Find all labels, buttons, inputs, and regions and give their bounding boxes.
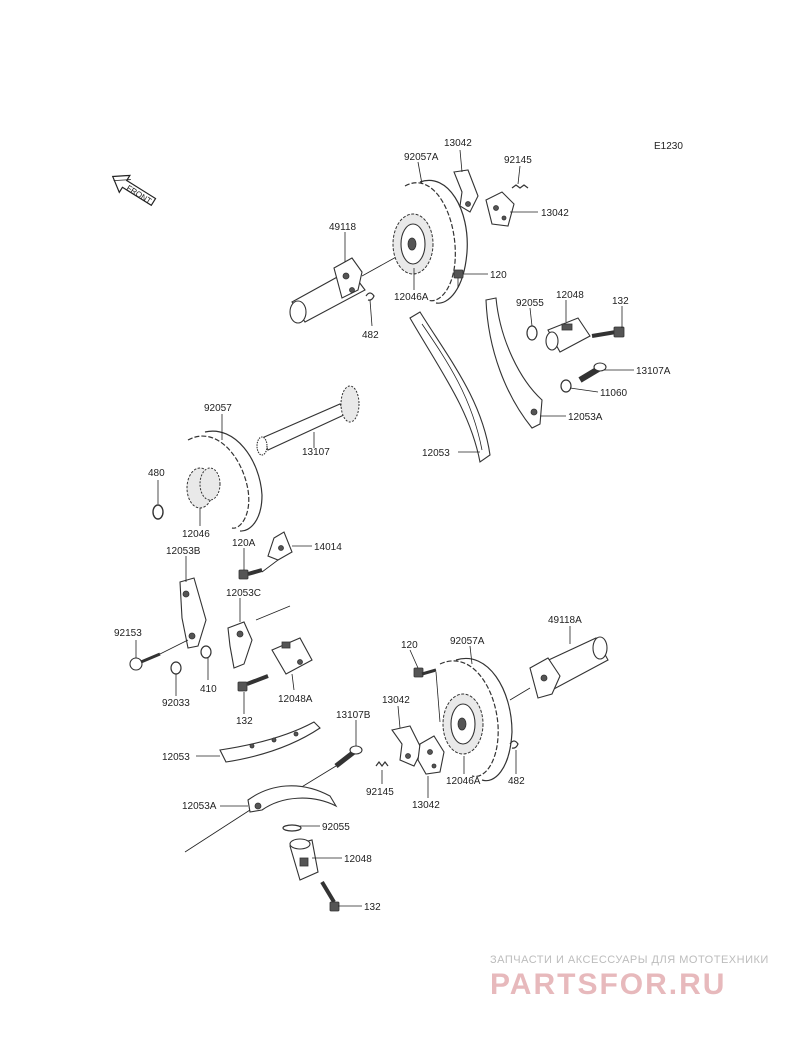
bolt-120-upper xyxy=(453,269,464,288)
label-12046a-a: 12046A xyxy=(394,292,429,303)
bolt-92153 xyxy=(129,652,161,671)
chain-guide-12053a-upper xyxy=(485,297,543,429)
label-92057a-a: 92057A xyxy=(404,152,439,163)
bolt-13107b xyxy=(334,745,363,768)
label-13107b: 13107B xyxy=(336,710,371,721)
shaft-13107 xyxy=(256,385,360,456)
label-12053b: 12053B xyxy=(166,546,201,557)
weight-13042-lower-b xyxy=(417,735,445,775)
label-92145-b: 92145 xyxy=(366,787,394,798)
watermark-logo: PARTSFOR.RU xyxy=(490,968,726,1001)
weight-13042-upper-b xyxy=(485,191,515,227)
label-14014: 14014 xyxy=(314,542,342,553)
tensioner-12048-lower xyxy=(289,838,319,881)
label-92145-a: 92145 xyxy=(504,155,532,166)
spring-92145-lower xyxy=(375,761,389,767)
bolt-120-lower xyxy=(413,667,437,678)
label-49118: 49118 xyxy=(329,222,357,233)
label-12048-b: 12048 xyxy=(344,854,372,865)
chain-92057a-upper xyxy=(404,179,468,304)
label-120a: 120A xyxy=(232,538,256,549)
bolt-132-lower xyxy=(320,880,340,912)
clip-480 xyxy=(152,504,164,520)
label-12046a-b: 12046A xyxy=(446,776,481,787)
label-92055-b: 92055 xyxy=(322,822,350,833)
label-92055-a: 92055 xyxy=(516,298,544,309)
clip-482-lower xyxy=(509,740,519,749)
bolt-132-middle xyxy=(237,674,269,692)
chain-92057 xyxy=(187,430,263,532)
label-132-c: 132 xyxy=(364,902,381,913)
weight-13042-upper-a xyxy=(453,169,479,213)
washer-11060 xyxy=(560,379,572,393)
oring-92055-lower xyxy=(282,824,302,832)
label-13042-b: 13042 xyxy=(541,208,569,219)
bolt-13107a xyxy=(578,362,607,383)
oring-92055-upper xyxy=(526,325,538,341)
washer-410 xyxy=(200,645,212,659)
diagram-code: E1230 xyxy=(654,141,683,152)
label-92153: 92153 xyxy=(114,628,142,639)
label-410: 410 xyxy=(200,684,217,695)
label-132-b: 132 xyxy=(236,716,253,727)
leader-lines xyxy=(135,149,634,907)
label-482-b: 482 xyxy=(508,776,525,787)
spring-92145-upper xyxy=(511,184,529,189)
label-12053-b: 12053 xyxy=(162,752,190,763)
label-12053a-a: 12053A xyxy=(568,412,603,423)
chain-92057a-lower xyxy=(439,657,513,782)
label-13042-a: 13042 xyxy=(444,138,472,149)
oring-92033 xyxy=(170,661,182,675)
label-12053a-b: 12053A xyxy=(182,801,217,812)
tensioner-12048a xyxy=(271,637,313,675)
camshaft-49118a xyxy=(529,636,609,699)
weight-13042-lower-a xyxy=(391,725,423,767)
label-13042-d: 13042 xyxy=(412,800,440,811)
chain-guide-12053-lower xyxy=(219,721,321,763)
chain-guide-12053a-lower xyxy=(247,785,338,813)
label-13107: 13107 xyxy=(302,447,330,458)
label-11060: 11060 xyxy=(600,388,628,399)
part-labels: 13042 92057A 92145 13042 49118 120 12046… xyxy=(114,138,671,913)
chain-guide-12053b xyxy=(179,577,207,649)
sprocket-12046 xyxy=(186,467,221,509)
clip-482-upper xyxy=(365,292,375,301)
label-12048-a: 12048 xyxy=(556,290,584,301)
label-49118a: 49118A xyxy=(548,615,582,626)
plate-14014 xyxy=(267,531,293,561)
watermark: ЗАПЧАСТИ И АКСЕССУАРЫ ДЛЯ МОТОТЕХНИКИ PA… xyxy=(490,954,769,1001)
label-12048a: 12048A xyxy=(278,694,313,705)
bolt-132-upper xyxy=(591,326,625,338)
tensioner-12048-upper xyxy=(545,317,591,353)
label-13042-c: 13042 xyxy=(382,695,410,706)
label-482-a: 482 xyxy=(362,330,379,341)
watermark-caption: ЗАПЧАСТИ И АКСЕССУАРЫ ДЛЯ МОТОТЕХНИКИ xyxy=(490,954,769,966)
part-12053c xyxy=(227,621,253,669)
label-92057: 92057 xyxy=(204,403,232,414)
label-92033: 92033 xyxy=(162,698,190,709)
sprocket-12046a-upper xyxy=(392,213,434,275)
chain-guide-12053-upper xyxy=(409,311,491,463)
label-480: 480 xyxy=(148,468,165,479)
camshaft-49118 xyxy=(289,257,366,324)
sprocket-12046a-lower xyxy=(442,693,484,755)
label-12046: 12046 xyxy=(182,529,210,540)
label-12053-a: 12053 xyxy=(422,448,450,459)
label-132-a: 132 xyxy=(612,296,629,307)
label-13107a: 13107A xyxy=(636,366,671,377)
label-120-a: 120 xyxy=(490,270,507,281)
front-arrow-icon: FRONT xyxy=(111,174,157,207)
front-label: FRONT xyxy=(125,183,153,205)
label-92057a-b: 92057A xyxy=(450,636,485,647)
label-12053c: 12053C xyxy=(226,588,261,599)
label-120-b: 120 xyxy=(401,640,418,651)
bolt-120a xyxy=(238,568,263,580)
